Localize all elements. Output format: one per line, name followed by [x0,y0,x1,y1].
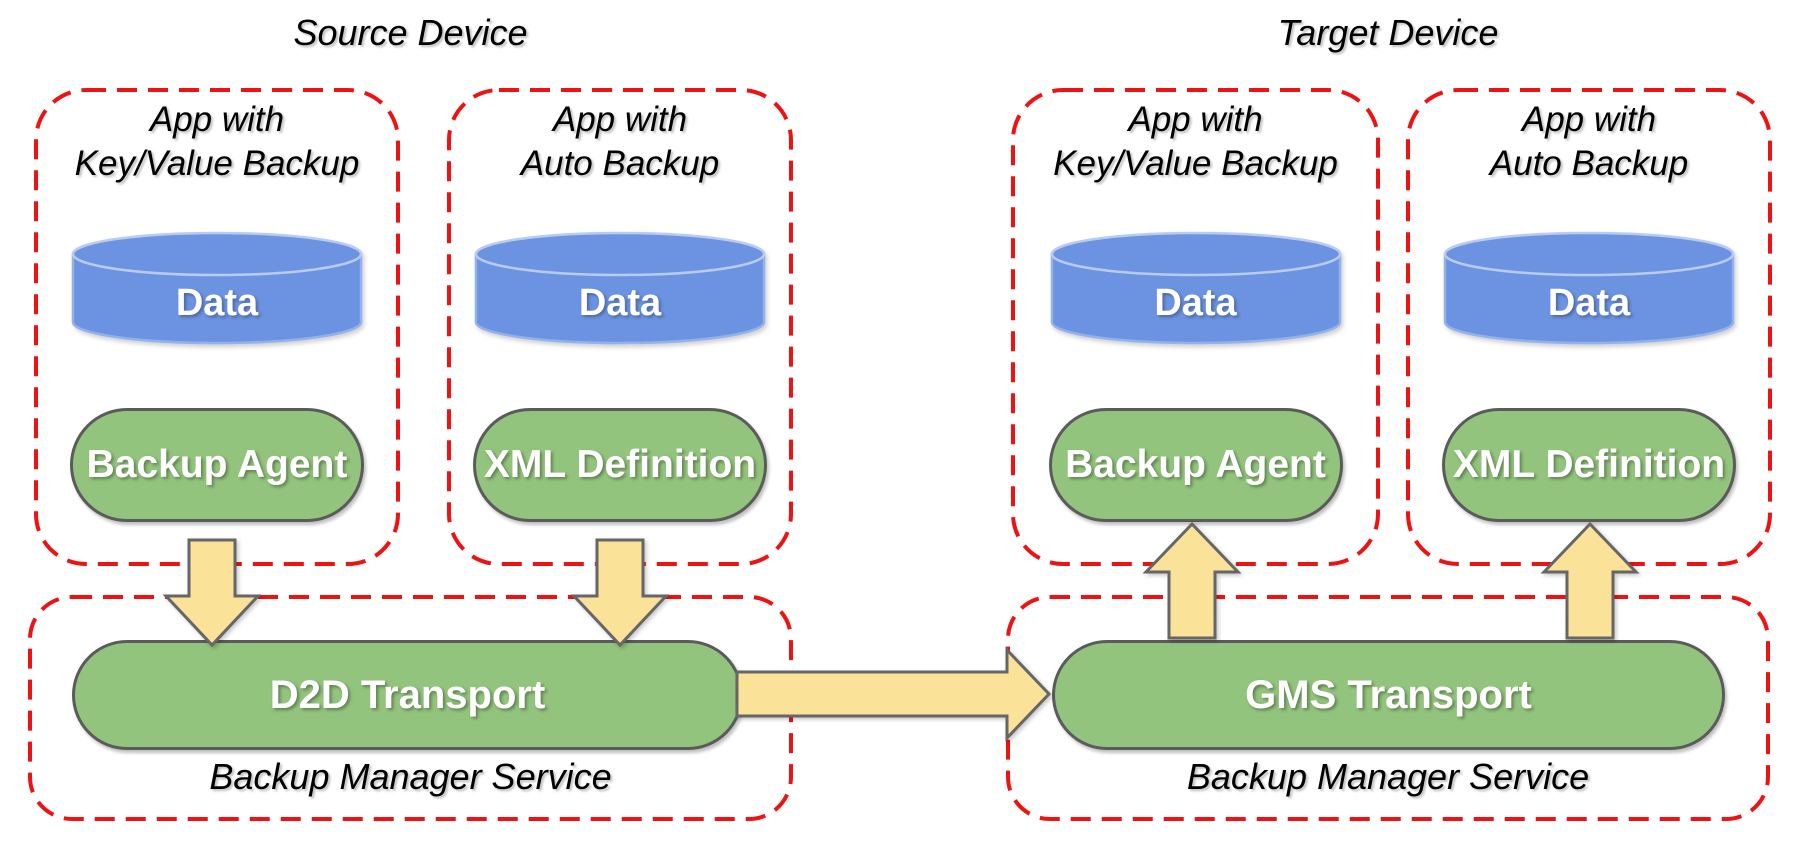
cylinder-top [474,231,766,277]
data-cylinder-icon [1443,231,1735,345]
source-device-title: Source Device [293,12,528,53]
app-title-line2: Key/Value Backup [74,144,360,183]
service-box-target [1006,595,1770,821]
app-box-target-auto [1406,88,1772,566]
component-pill: Backup Agent [70,408,364,522]
app-title-line2: Key/Value Backup [1053,144,1338,183]
data-cylinder-icon [474,231,766,345]
cylinder-top [1443,231,1735,277]
component-pill: Backup Agent [1048,408,1343,522]
app-title-line1: App with [552,100,688,139]
component-pill: XML Definition [473,408,767,522]
app-title-line2: Auto Backup [520,144,720,183]
app-title-line1: App with [1128,100,1263,139]
service-label-source: Backup Manager Service [209,756,612,797]
data-label: Data [175,282,259,324]
app-title-line1: App with [149,100,285,139]
data-cylinder-icon [1050,231,1341,345]
data-label: Data [578,282,662,324]
component-pill: XML Definition [1442,408,1736,522]
app-title-line1: App with [1521,100,1657,139]
data-cylinder-icon [71,231,363,345]
app-box-target-keyvalue [1011,88,1380,566]
data-label: Data [1547,282,1631,324]
app-box-source-auto [447,88,793,566]
transport-pill-source: D2D Transport [72,640,743,750]
app-box-source-keyvalue [34,88,400,566]
cylinder-top [71,231,363,277]
data-label: Data [1154,282,1237,324]
cylinder-body [1050,252,1341,345]
app-title-line2: Auto Backup [1489,144,1689,183]
cylinder-body [474,252,766,345]
cylinder-top [1050,231,1341,277]
cylinder-body [71,252,363,345]
service-label-target: Backup Manager Service [1186,756,1590,797]
cylinder-body [1443,252,1735,345]
target-device-title: Target Device [1277,12,1499,53]
transport-pill-target: GMS Transport [1052,640,1725,750]
